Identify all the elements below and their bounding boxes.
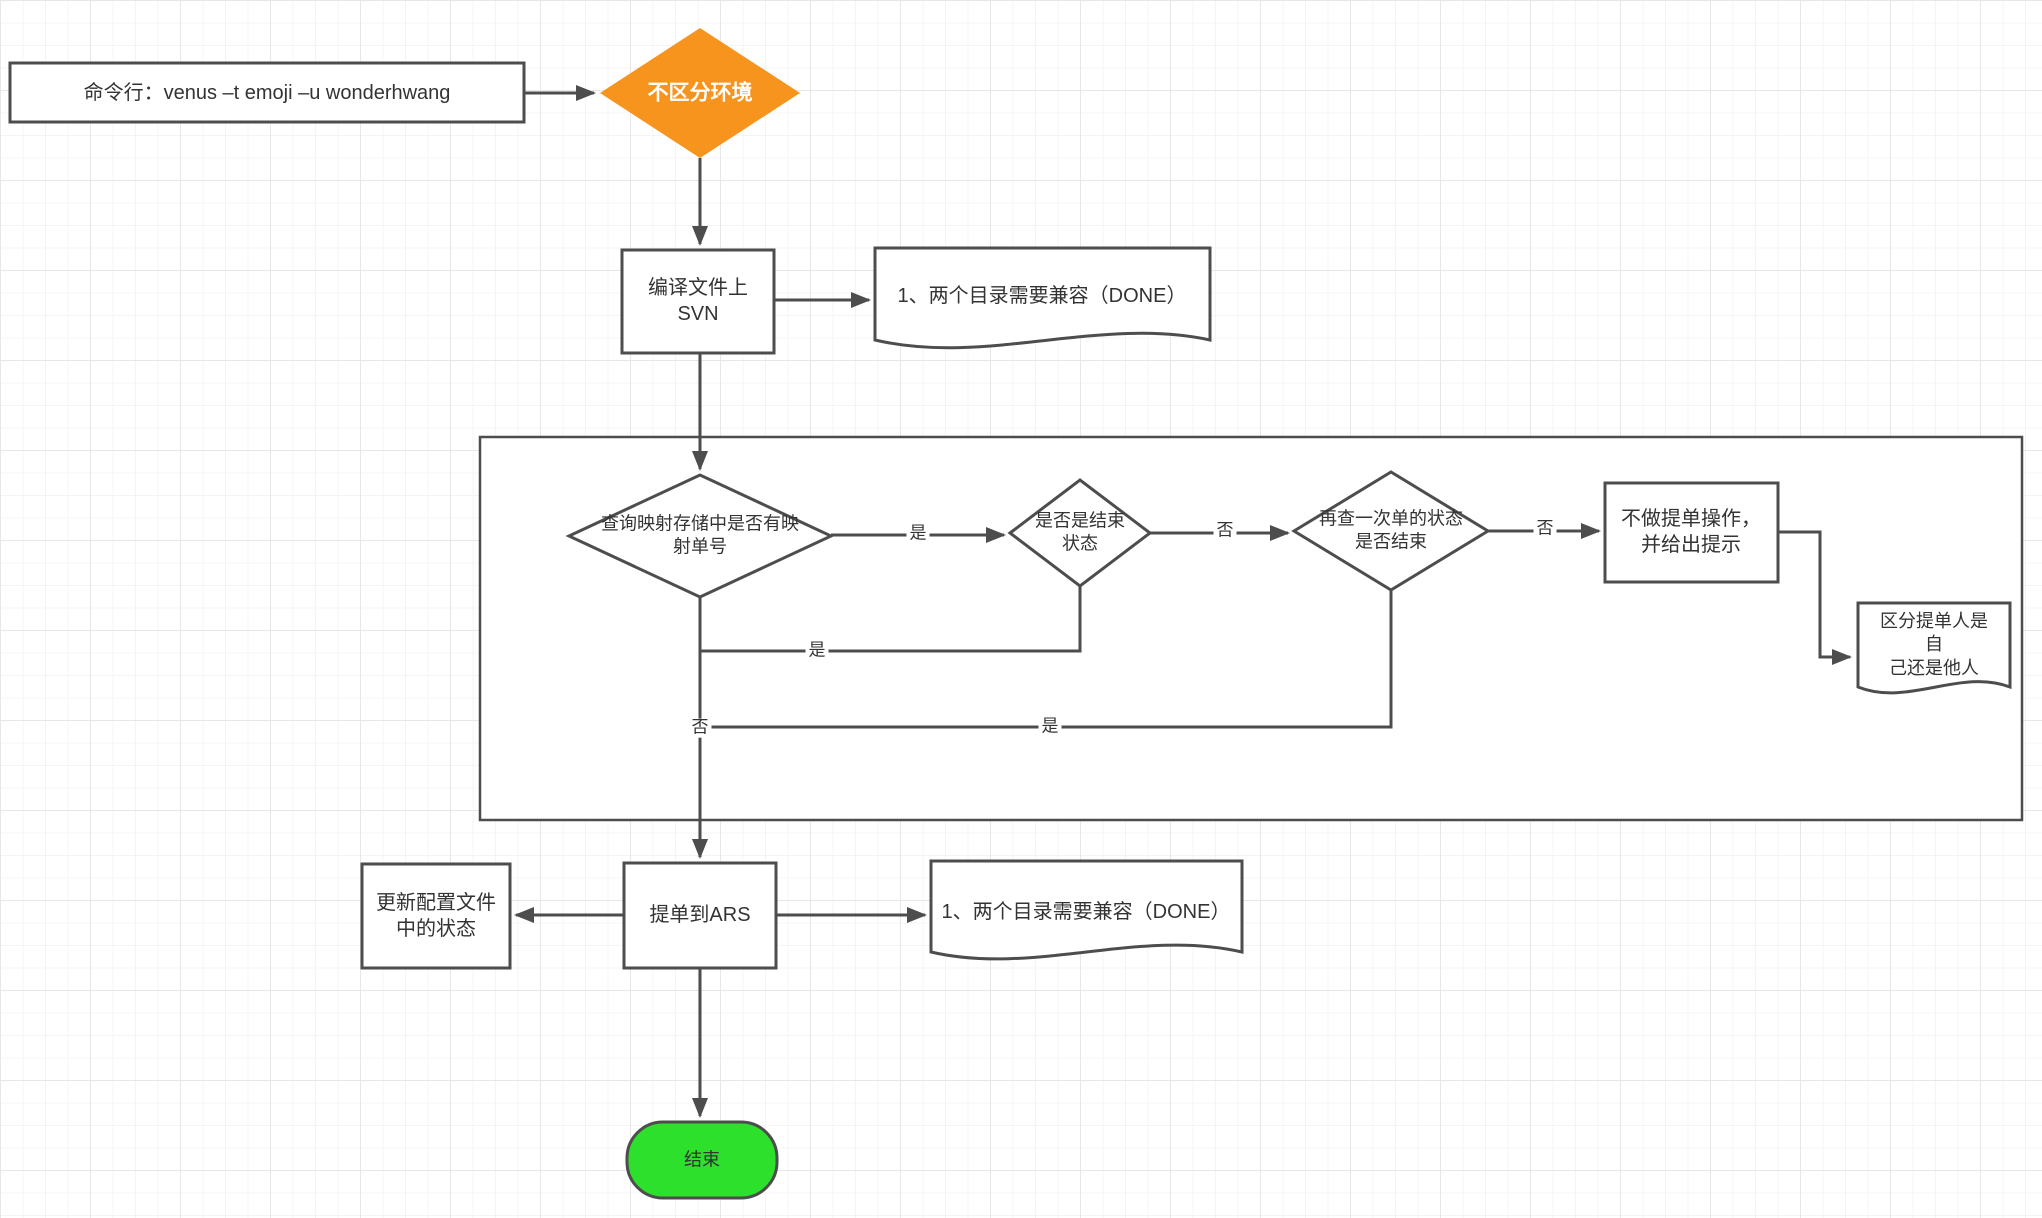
no-ticket-box-node[interactable] [1603, 481, 1780, 584]
end-node[interactable] [625, 1120, 779, 1200]
doc-compat-top-label: 1、两个目录需要兼容（DONE） [897, 285, 1187, 307]
cmd-box-node[interactable] [8, 61, 526, 124]
end-label: 结束 [684, 1149, 720, 1170]
query-mapping-diamond[interactable] [565, 473, 835, 599]
doc-compat-bottom-label: 1、两个目录需要兼容（DONE） [941, 901, 1231, 923]
end-state-label: 是否是结束 状态 [1035, 510, 1125, 554]
query-mapping-label: 查询映射存储中是否有映 射单号 [601, 513, 799, 557]
submit-ars-label: 提单到ARS [649, 904, 751, 926]
doc-compat-bottom-node[interactable] [929, 859, 1244, 961]
edge-label-yes1: 是 [906, 524, 930, 544]
distinguish-doc-label: 区分提单人是自 己还是他人 [1880, 610, 1988, 678]
edge-recheck-yes-join [701, 590, 1393, 729]
edge-label-no3: 否 [688, 718, 712, 738]
edge-label-yes2: 是 [805, 641, 829, 661]
recheck-status-diamond[interactable] [1291, 470, 1491, 592]
edge-label-no1: 否 [1213, 521, 1237, 541]
edge-label-no2: 否 [1533, 519, 1557, 539]
doc-compat-top-node[interactable] [873, 246, 1212, 350]
end-state-diamond[interactable] [1007, 478, 1153, 588]
svn-box-label: 编译文件上 SVN [648, 277, 748, 325]
no-ticket-label: 不做提单操作， 并给出提示 [1621, 508, 1761, 556]
svn-box-node[interactable] [620, 248, 776, 355]
update-config-label: 更新配置文件 中的状态 [376, 892, 496, 940]
env-decision-label: 不区分环境 [647, 81, 753, 105]
cmd-box-label: 命令行：venus –t emoji –u wonderhwang [83, 82, 451, 104]
edge-noticket-to-distinguish [1778, 530, 1852, 665]
recheck-status-label: 再查一次单的状态 是否结束 [1319, 508, 1463, 552]
submit-ars-box-node[interactable] [622, 861, 778, 970]
edge-label-yes3: 是 [1038, 717, 1062, 737]
env-decision-diamond[interactable] [600, 28, 800, 158]
distinguish-doc-node[interactable] [1856, 601, 2012, 695]
update-config-box-node[interactable] [360, 862, 512, 970]
